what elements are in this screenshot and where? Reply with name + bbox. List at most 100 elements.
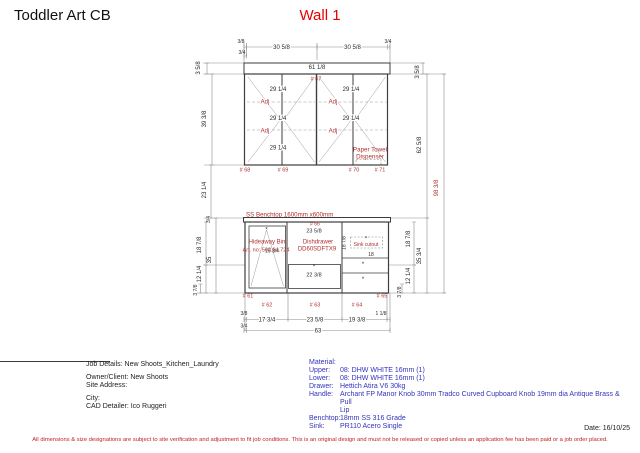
paper-towel-slot	[355, 159, 382, 166]
material-value: Archant FP Manor Knob 30mm Tradco Curved…	[340, 391, 620, 414]
cabinet-number: # 65	[377, 294, 388, 300]
material-label: Handle:	[309, 391, 334, 398]
knob-marker: *	[362, 277, 365, 283]
hideaway-bin-art-no: Art. no: 503.64.724	[243, 248, 290, 254]
knob-marker: *	[365, 237, 368, 243]
dim-label: 35 3/4	[417, 247, 423, 264]
dim-label: 3/8	[241, 311, 248, 317]
city: City:	[86, 395, 100, 402]
knob-marker: *	[265, 228, 268, 234]
job-info-block: Job Details: New Shoots_Kitchen_Laundry …	[86, 361, 219, 411]
disclaimer-text: All dimensions & size designations are s…	[32, 437, 608, 443]
cabinet-number: # 63	[310, 303, 321, 309]
dim-label: 23 1/4	[202, 181, 208, 198]
knob-marker: *	[362, 262, 365, 268]
job-details: Job Details: New Shoots_Kitchen_Laundry	[86, 361, 219, 368]
dim-label: 62 5/8	[417, 136, 423, 153]
dishdrawer-model: DD60SDFTX9	[298, 247, 337, 253]
material-row: Benchtop: 18mm SS 316 Grade	[309, 415, 633, 423]
adj-shelf-label: Adj	[329, 129, 338, 135]
dim-label: 3/4	[239, 50, 246, 56]
cabinet-number: # 67	[311, 77, 322, 83]
adjustable-shelf-lines	[247, 101, 387, 131]
dim-label: 30 5/8	[273, 45, 290, 51]
cabinet-number: # 70	[349, 168, 360, 174]
bin-door	[248, 225, 286, 289]
overall-height-label: 98 3/8	[434, 179, 440, 196]
dim-label: 39 3/8	[202, 110, 208, 127]
material-value: Hettich Atira V6 30kg	[340, 383, 406, 390]
dim-label: 18 7/8	[342, 236, 348, 250]
dim-label: 23 5/8	[307, 318, 324, 324]
cabinet-number: # 68	[240, 168, 251, 174]
material-label: Upper:	[309, 367, 331, 374]
site-address: Site Address:	[86, 382, 128, 389]
dim-label: 3/4	[241, 324, 248, 330]
dim-label: 3 7/8	[397, 286, 403, 297]
materials-block: Material: Upper: 08: DHW WHITE 16mm (1) …	[309, 359, 633, 431]
dim-label: 29 1/4	[343, 116, 360, 122]
material-row: Handle: Archant FP Manor Knob 30mm Tradc…	[309, 391, 633, 415]
dim-label: 3/4	[385, 39, 392, 45]
cabinet-number: # 71	[375, 168, 386, 174]
material-value: 18mm SS 316 Grade	[340, 415, 406, 422]
cad-detailer: CAD Detailer: Ico Ruggeri	[86, 403, 167, 410]
dim-label: 22 3/8	[306, 273, 321, 279]
material-label: Sink:	[309, 423, 325, 430]
dim-label: 18 7/8	[406, 230, 412, 247]
owner-client: Owner/Client: New Shoots	[86, 374, 169, 381]
materials-heading: Material:	[309, 359, 336, 366]
dim-label: 3 5/8	[196, 61, 202, 75]
material-row: Sink: PR110 Acero Single	[309, 423, 633, 431]
dim-label: 15 3/4	[265, 249, 279, 255]
wall-title: Wall 1	[299, 7, 341, 24]
dim-label: 29 1/4	[270, 116, 287, 122]
lower-cabinet	[244, 221, 390, 294]
hideaway-bin-label: Hideaway Bin	[249, 240, 286, 246]
cabinet-number: # 61	[243, 294, 254, 300]
dim-label: 3/8	[238, 39, 245, 45]
sink-cutout-outline	[350, 236, 383, 249]
total-width-label: 63	[315, 329, 322, 335]
footer-divider	[0, 361, 110, 362]
adj-shelf-label: Adj	[261, 129, 270, 135]
dim-label: 12 1/4	[406, 267, 412, 284]
page-title: Toddler Art CB	[14, 7, 111, 24]
middle-drawer-front	[288, 264, 341, 289]
dim-label: 29 1/4	[270, 87, 287, 93]
door-swing-lines	[247, 76, 386, 287]
extension-lines	[197, 41, 446, 331]
dim-label: 3 5/8	[415, 65, 421, 79]
dim-label: 1 1/8	[375, 311, 386, 317]
dim-label: 29 1/4	[270, 146, 287, 152]
dim-label: 35	[207, 256, 213, 263]
cabinet-number: # 66	[310, 222, 320, 228]
material-label: Drawer:	[309, 383, 334, 390]
dim-label: 30 5/8	[344, 45, 361, 51]
dim-label: 29 1/4	[343, 87, 360, 93]
material-value: PR110 Acero Single	[340, 423, 403, 430]
date-label: Date: 16/10/25	[584, 425, 630, 432]
material-row: Lower: 08: DHW WHITE 16mm (1)	[309, 375, 633, 383]
paper-towel-label: Paper Towel	[353, 147, 387, 154]
dim-label: 3/4	[206, 216, 212, 223]
dim-label: 18 7/8	[197, 236, 203, 253]
dim-label: 61 1/8	[309, 65, 326, 71]
material-value: 08: DHW WHITE 16mm (1)	[340, 375, 425, 382]
dim-label: 3 7/8	[193, 284, 199, 295]
dishdrawer-label: Dishdrawer	[303, 240, 333, 246]
material-label: Benchtop:	[309, 415, 341, 422]
paper-towel-label: Dispenser	[356, 154, 384, 161]
dim-label: 17 3/4	[259, 318, 276, 324]
material-row: Drawer: Hettich Atira V6 30kg	[309, 383, 633, 391]
dim-label: 12 1/4	[197, 265, 203, 282]
cabinet-number: # 64	[352, 303, 363, 309]
cabinet-number: # 69	[278, 168, 289, 174]
adj-shelf-label: Adj	[261, 100, 270, 106]
benchtop-label: SS Benchtop 1600mm x600mm	[246, 212, 333, 219]
cabinet-outlines	[243, 62, 391, 294]
material-label: Lower:	[309, 375, 331, 382]
adj-shelf-label: Adj	[329, 100, 338, 106]
